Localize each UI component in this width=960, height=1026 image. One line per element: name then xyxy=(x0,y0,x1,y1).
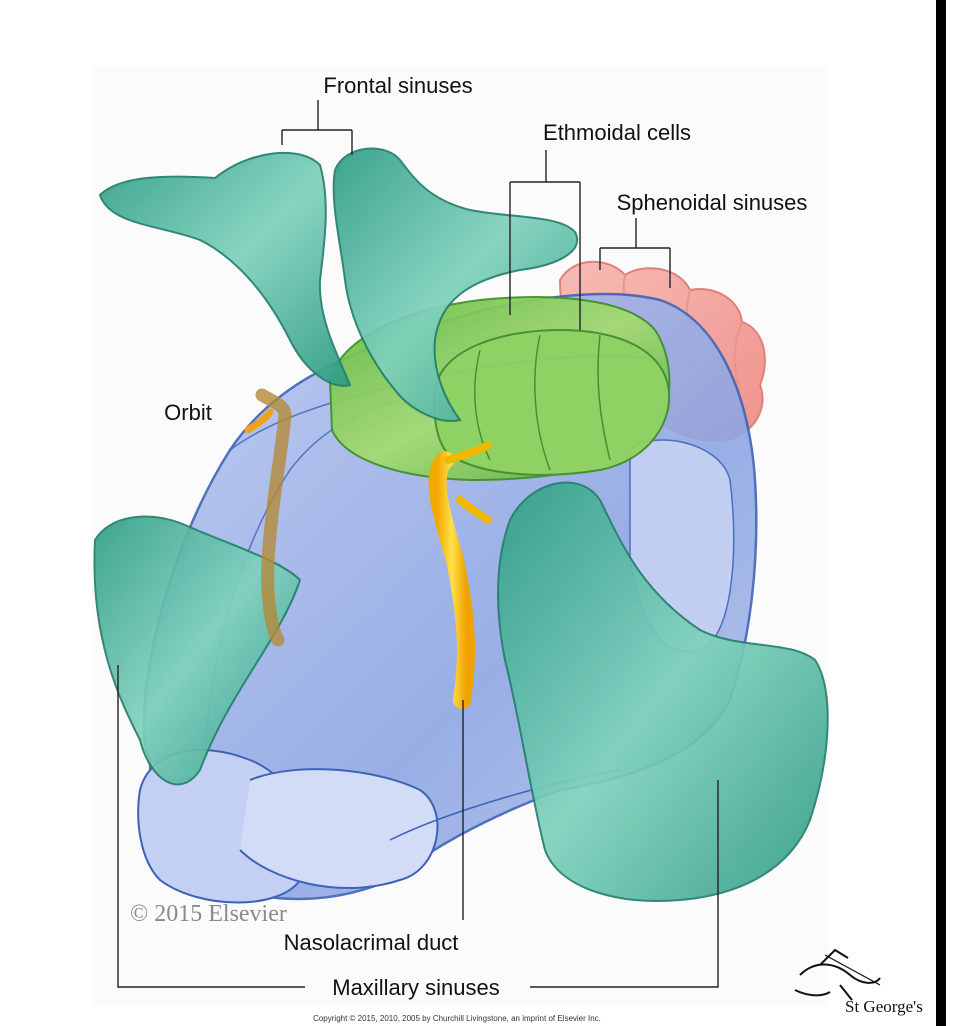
elsevier-watermark: © 2015 Elsevier xyxy=(130,901,287,927)
label-sphenoidal-sinuses: Sphenoidal sinuses xyxy=(617,190,808,215)
label-orbit: Orbit xyxy=(164,400,212,425)
label-ethmoidal-cells: Ethmoidal cells xyxy=(543,120,691,145)
footer-copyright: Copyright © 2015, 2010, 2005 by Churchil… xyxy=(313,1014,601,1023)
label-maxillary-sinuses: Maxillary sinuses xyxy=(332,975,500,1000)
st-georges-logo-text: St George's xyxy=(845,997,923,1016)
label-nasolacrimal-duct: Nasolacrimal duct xyxy=(284,930,459,955)
label-frontal-sinuses: Frontal sinuses xyxy=(323,73,472,98)
